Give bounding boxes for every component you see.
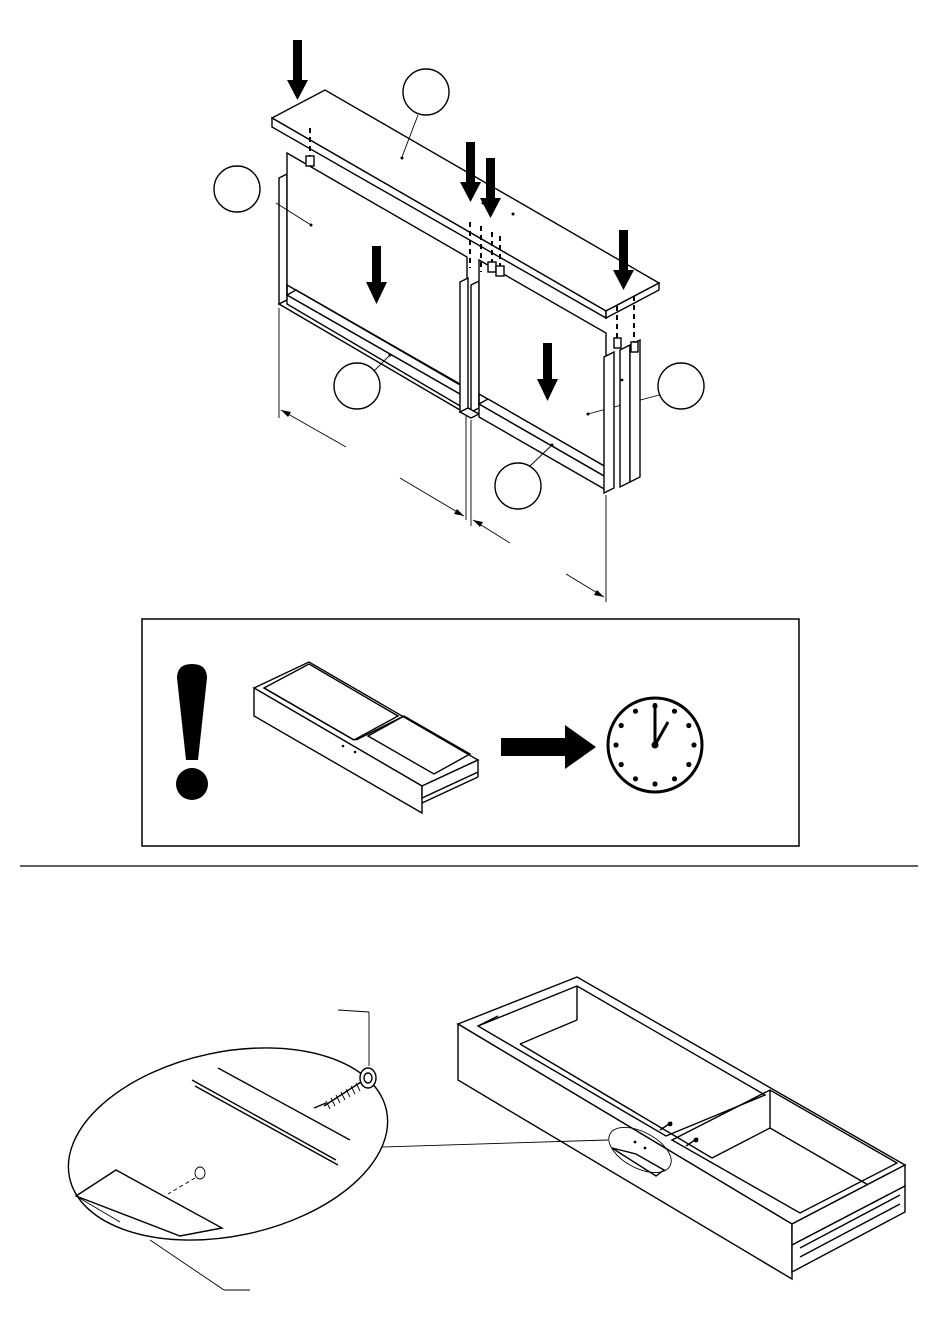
notice-box <box>142 619 799 846</box>
callout-right-door <box>658 363 704 409</box>
detail-ellipse <box>50 1010 405 1290</box>
panel-leader-line <box>150 1240 224 1290</box>
step-2-drawer-assembly <box>50 977 905 1290</box>
clock-icon <box>608 698 702 792</box>
callout-top-panel <box>403 69 449 115</box>
middle-posts <box>460 278 479 418</box>
callout-left-frame <box>334 363 380 409</box>
callout-left-door <box>214 166 260 212</box>
callout-right-frame <box>495 463 541 509</box>
drawer <box>458 977 905 1279</box>
step-1-cabinet-assembly <box>214 40 704 602</box>
right-side-posts <box>604 340 640 493</box>
arrow-down-icon <box>287 40 308 100</box>
